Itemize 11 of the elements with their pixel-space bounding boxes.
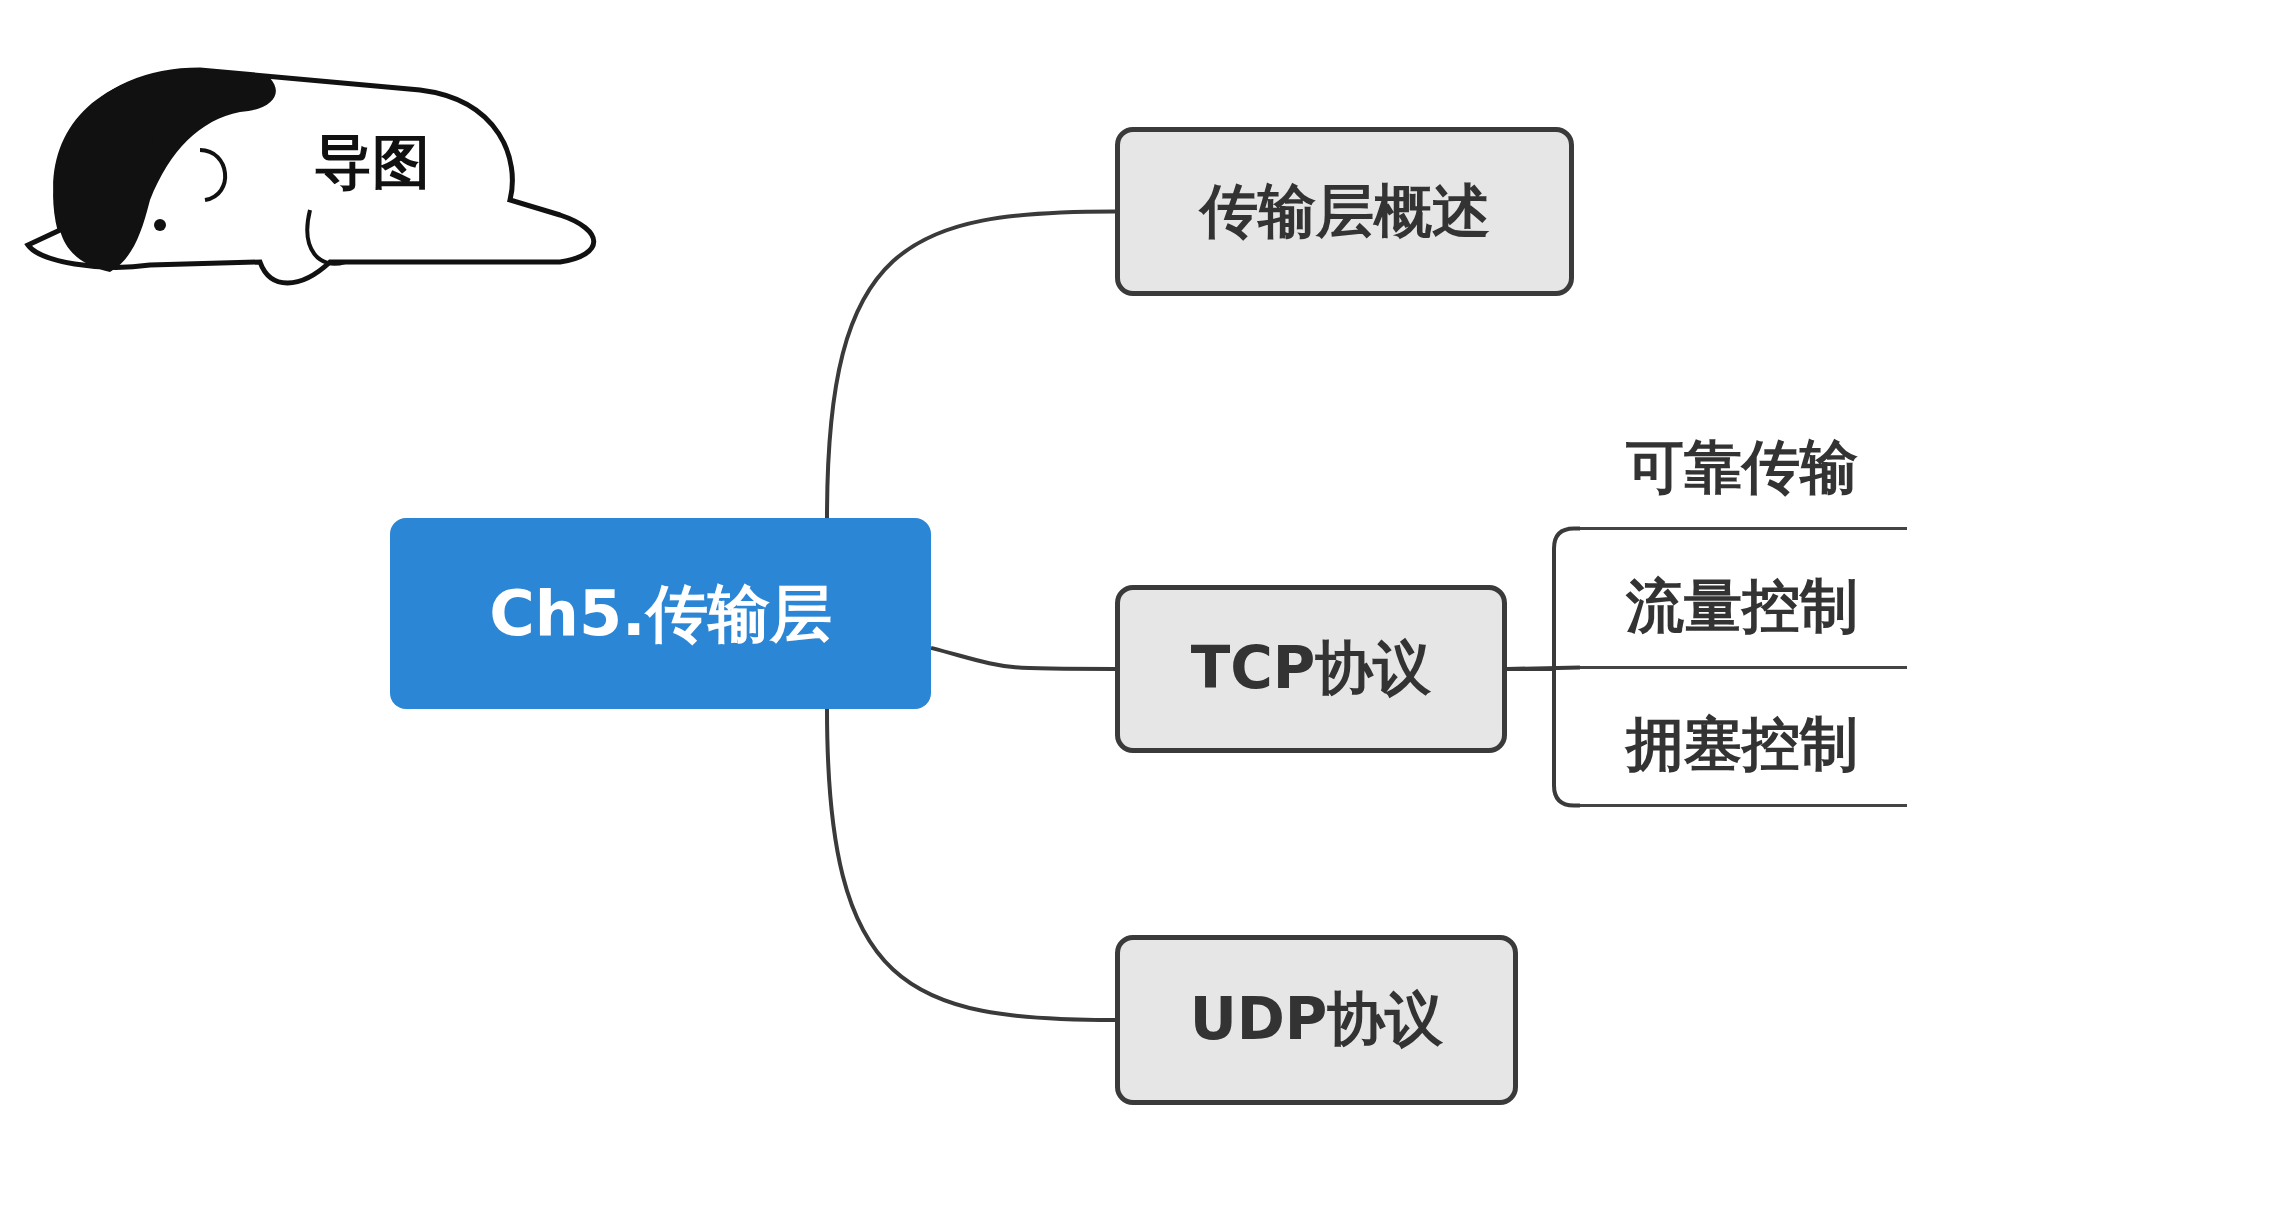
subtopic-item: 流量控制 [1580,547,1907,669]
subtopic-item: 拥塞控制 [1580,685,1907,807]
connector-line [930,645,1115,671]
topic-box: Ch5.传输层 [390,518,931,709]
title-label: 导图 [314,127,430,198]
topic-box: TCP协议 [1115,585,1507,753]
connector-line [825,708,1116,1022]
connector-line [825,209,1116,519]
topic-box: 传输层概述 [1115,127,1574,296]
subtopic-item: 可靠传输 [1580,408,1907,530]
topic-box: UDP协议 [1115,935,1518,1105]
